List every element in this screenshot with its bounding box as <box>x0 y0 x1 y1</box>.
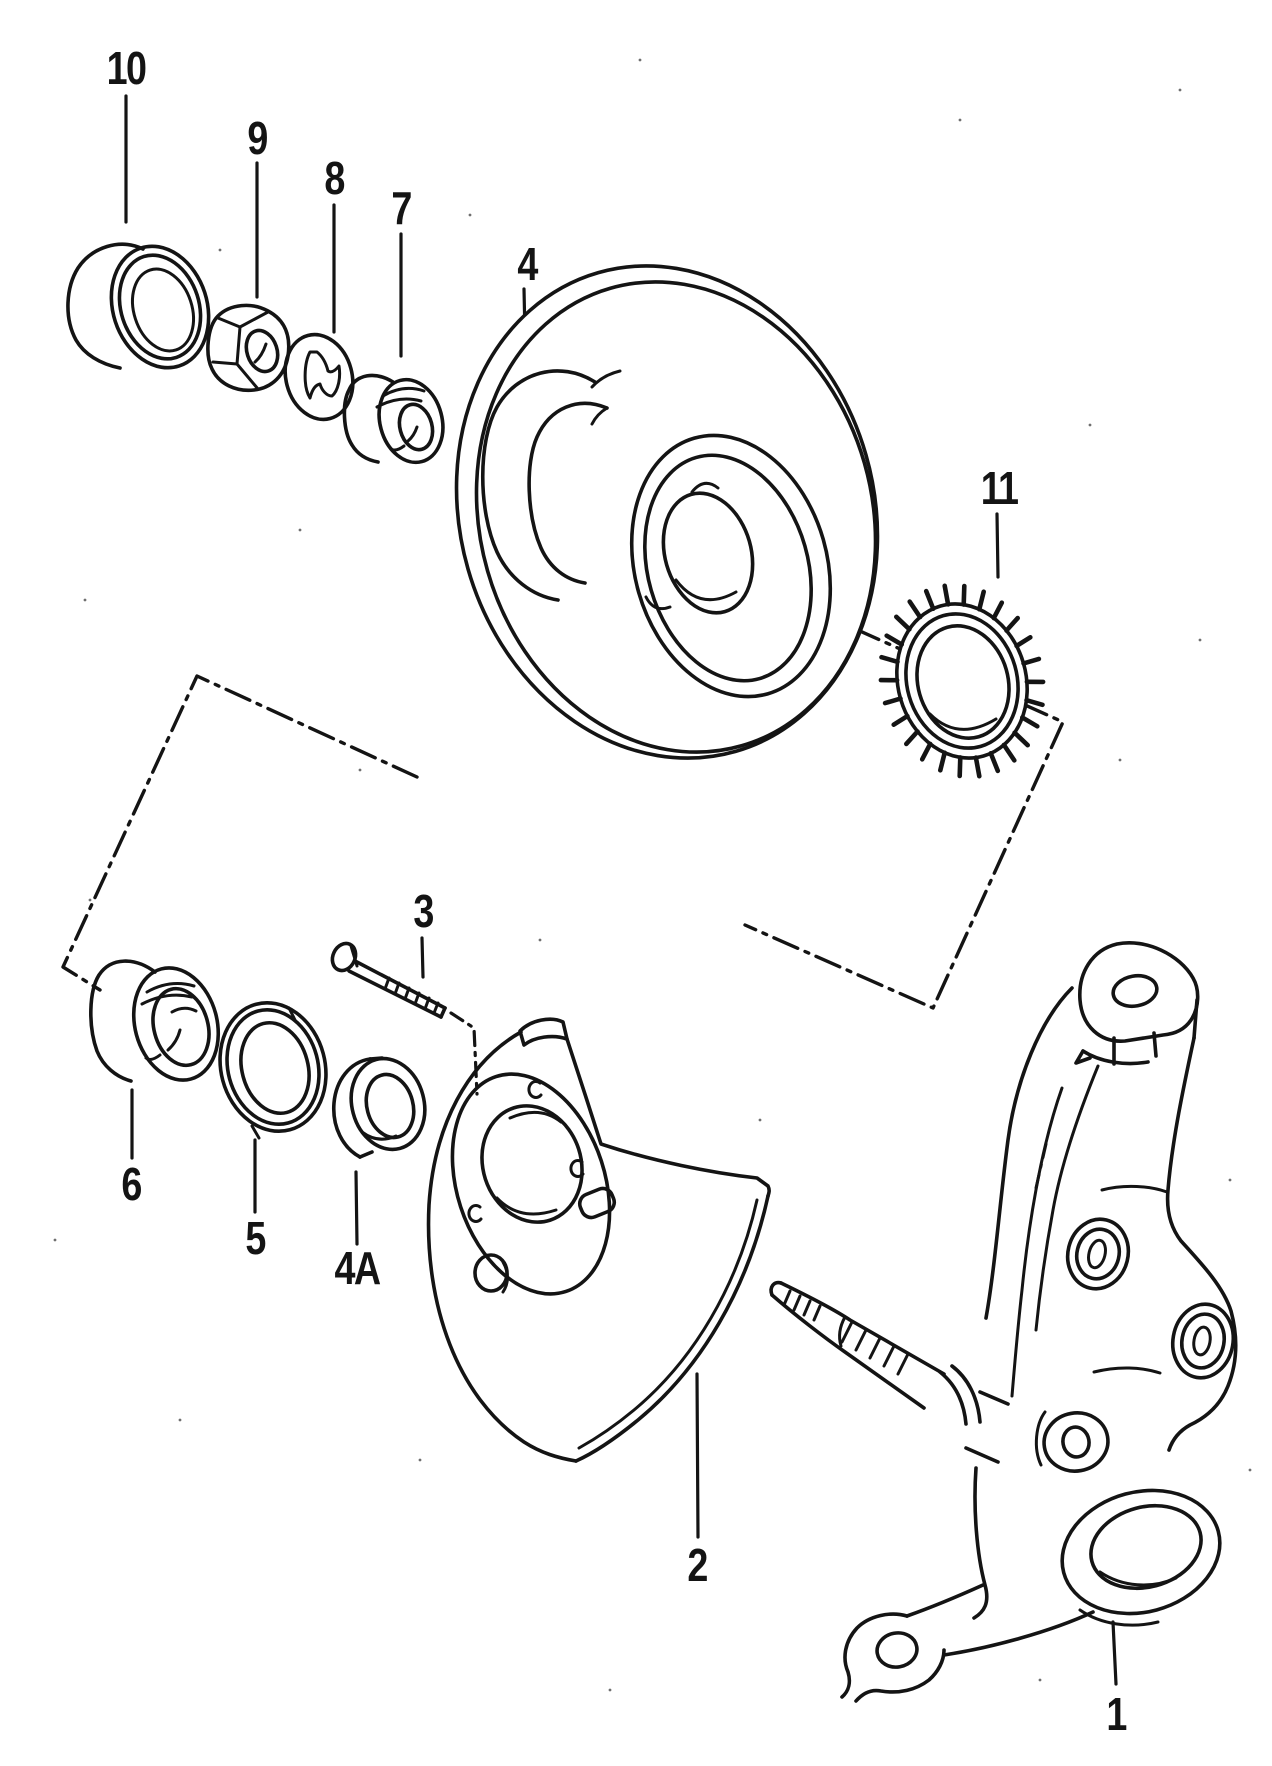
callout-8: 8 <box>324 152 345 204</box>
callout-4A: 4A <box>334 1242 382 1294</box>
thrust-ring <box>332 1056 427 1159</box>
scan-speckles <box>53 58 1252 1692</box>
callout-1: 1 <box>1106 1688 1127 1740</box>
outer-bearing <box>342 373 445 465</box>
grease-cap <box>66 242 211 370</box>
abs-ring-teeth <box>878 583 1046 779</box>
callout-11: 11 <box>980 462 1019 514</box>
callout-4: 4 <box>517 238 538 290</box>
abs-sensor-ring <box>878 583 1046 779</box>
splash-shield <box>426 1017 771 1463</box>
callout-3: 3 <box>413 885 434 937</box>
callout-10: 10 <box>106 42 147 94</box>
callout-5: 5 <box>245 1212 266 1264</box>
seal-ring <box>218 1000 328 1140</box>
callout-9: 9 <box>247 112 268 164</box>
callout-6: 6 <box>121 1158 142 1210</box>
hex-nut <box>206 303 291 393</box>
callout-7: 7 <box>391 182 412 234</box>
steering-knuckle <box>769 941 1238 1703</box>
countersunk-screw <box>330 941 447 1019</box>
grouping-line-left <box>61 674 419 992</box>
callout-2: 2 <box>687 1539 708 1591</box>
lock-washer <box>283 332 355 422</box>
inner-bearing <box>89 959 221 1083</box>
brake-disc <box>454 264 880 760</box>
